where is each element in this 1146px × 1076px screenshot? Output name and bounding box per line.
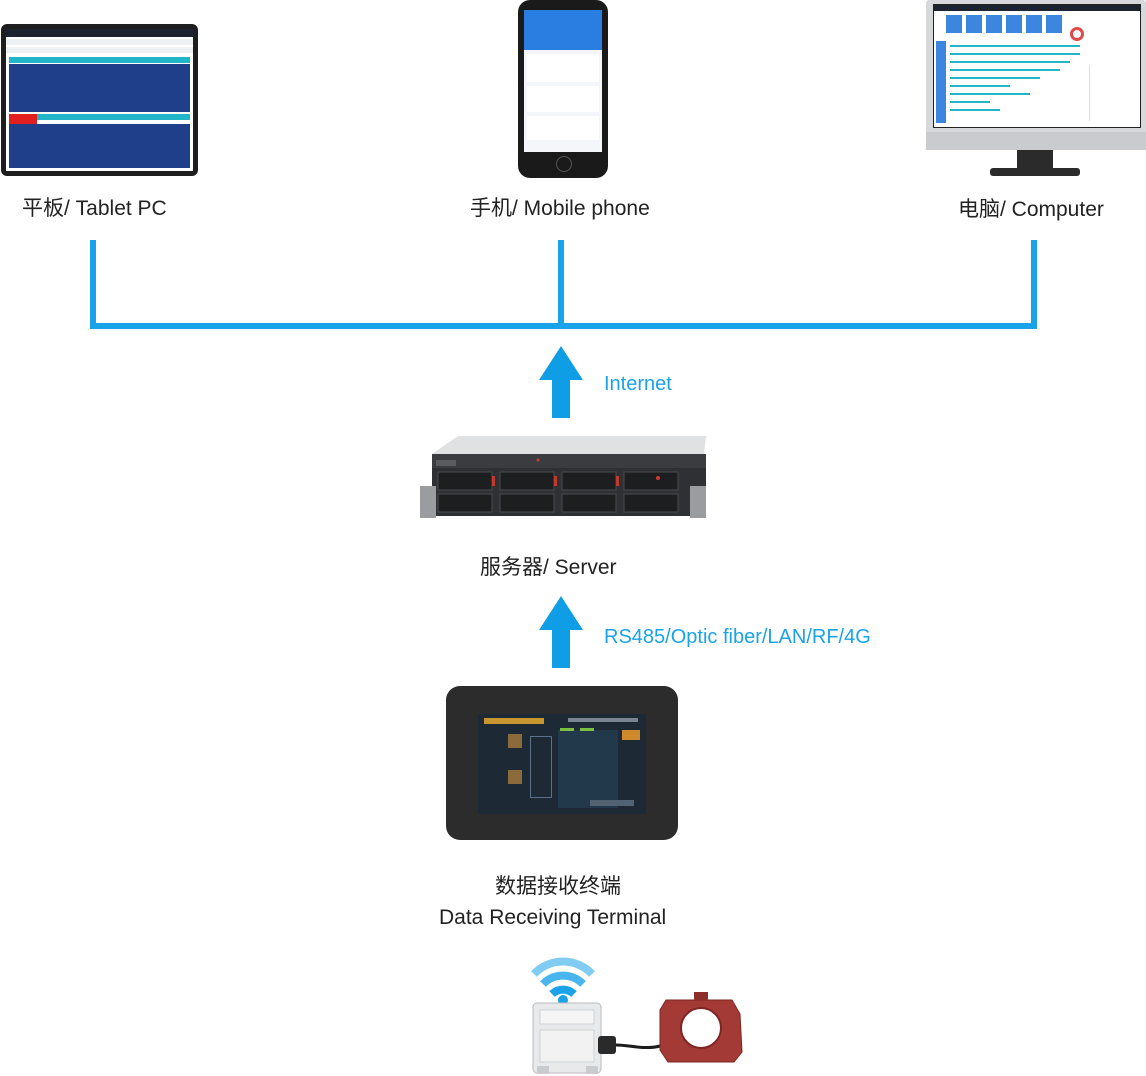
monitor-stand-base [990,168,1080,176]
terminal-screen [478,714,646,814]
sensor-module-image [532,1002,661,1074]
phone-label: 手机/ Mobile phone [470,197,650,220]
connector-bracket [90,240,1037,329]
monitor-screen [933,4,1141,128]
monitor-stand-neck [1017,150,1053,170]
server-label: 服务器/ Server [480,556,617,579]
phone-screen [524,10,602,152]
mobile-phone-image [518,0,608,178]
current-sensor-ring [659,992,743,1063]
tablet-screen [6,29,193,171]
tablet-label: 平板/ Tablet PC [22,197,167,220]
computer-label: 电脑/ Computer [958,198,1104,221]
internet-label: Internet [604,373,672,395]
data-terminal-image [446,686,678,840]
tablet-device-image [1,24,198,176]
link-up-arrow [539,596,583,668]
computer-monitor-image [926,0,1146,150]
internet-up-arrow [539,346,583,418]
terminal-label-cn: 数据接收终端 [495,875,621,898]
wifi-icon [531,957,595,998]
protocols-label: RS485/Optic fiber/LAN/RF/4G [604,626,871,648]
server-image [420,436,706,518]
terminal-label-en: Data Receiving Terminal [439,906,667,929]
